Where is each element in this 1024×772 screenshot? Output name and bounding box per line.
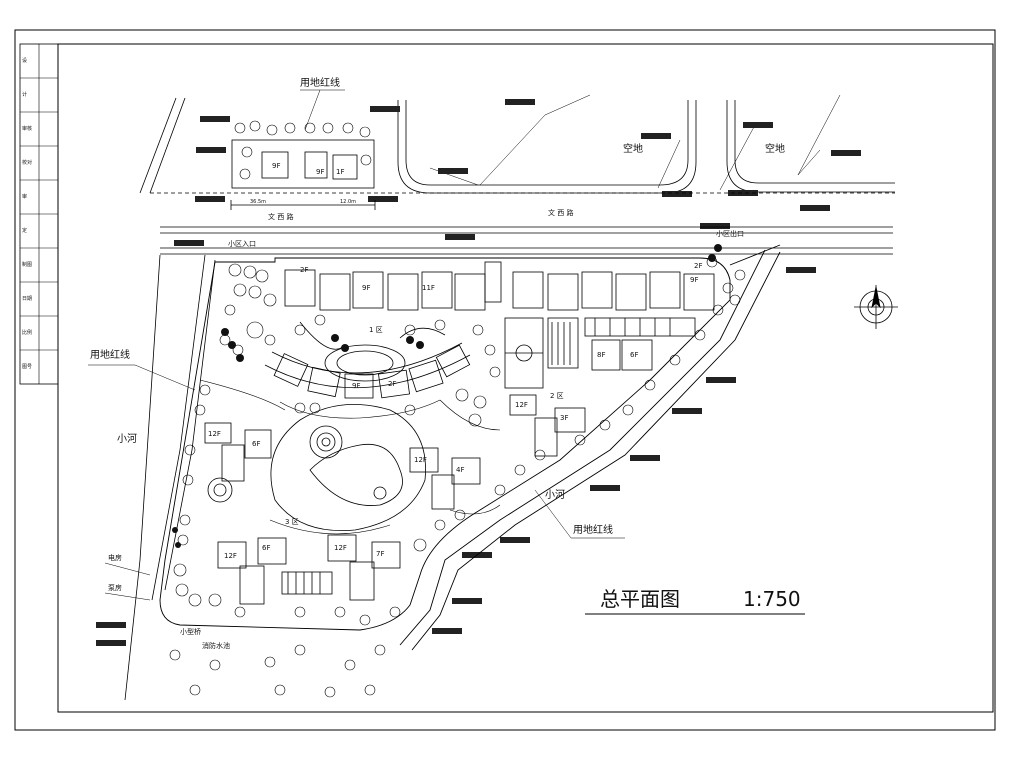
tb-cell-6: 定 [22, 227, 27, 234]
shrub-clusters [172, 244, 722, 548]
dim-1: 36.5m [250, 199, 266, 205]
b-z2-c: 12F [515, 401, 528, 409]
tb-cell-10: 图号 [22, 364, 32, 370]
b-s4: 7F [376, 550, 384, 558]
area-tl-label: 空地 [623, 142, 643, 155]
title-block: 设 计 审核 校对 审 定 制图 日期 比例 图号 [19, 43, 59, 385]
b-top1: 9F [272, 162, 280, 170]
top-plot-trees [234, 120, 372, 180]
drawing-scale: 1:750 [743, 587, 801, 611]
tb-cell-8: 日期 [22, 296, 32, 302]
zone2 [504, 317, 696, 457]
area-tr-label: 空地 [765, 142, 785, 155]
zone2-label: 2 区 [550, 392, 564, 400]
inner-frame [57, 43, 994, 713]
garden-paths [199, 379, 501, 535]
tb-cell-5: 审 [22, 193, 27, 200]
b-z2-d: 3F [560, 414, 568, 422]
dim-2: 12.0m [340, 199, 356, 205]
outer-frame [14, 29, 996, 731]
fire-pool-label: 消防水池 [202, 641, 230, 650]
b-row-5: 2F [694, 262, 702, 270]
zone1-arc [264, 321, 471, 399]
red-line-right-label: 用地红线 [573, 523, 613, 536]
left-river [124, 254, 216, 701]
b-s3: 12F [334, 544, 347, 552]
small-bridge-label: 小型桥 [180, 627, 201, 636]
b-row-4: 9F [690, 276, 698, 284]
drawing-title: 总平面图 1:750 [585, 587, 805, 615]
zone3-buildings [217, 534, 401, 605]
top-plot [230, 139, 376, 210]
tb-cell-3: 审核 [22, 125, 32, 132]
red-line-top-label: 用地红线 [300, 76, 340, 89]
tb-cell-9: 比例 [22, 329, 32, 336]
entrance-label: 小区入口 [228, 239, 256, 248]
leader-lines-top [429, 94, 841, 191]
tb-cell-2: 计 [22, 91, 27, 98]
river-right-label: 小河 [545, 489, 565, 501]
top-building-row [284, 261, 715, 311]
zone3-label: 3 区 [285, 518, 299, 526]
central-garden [207, 404, 426, 531]
power-room-label: 电房 [108, 553, 122, 562]
center-buildings [204, 422, 481, 510]
b-c2: 6F [252, 440, 260, 448]
b-s2: 6F [262, 544, 270, 552]
north-compass [854, 285, 898, 329]
b-row-1: 2F [300, 266, 308, 274]
drawing-title-text: 总平面图 [600, 587, 680, 611]
tb-cell-7: 制图 [22, 261, 32, 268]
b-c3: 12F [414, 456, 427, 464]
tb-cell-1: 设 [22, 57, 27, 64]
b-row-3: 11F [422, 284, 435, 292]
water-room-label: 泵房 [108, 583, 122, 592]
road-top-label: 文 西 路 [268, 212, 293, 221]
b-z2-b: 6F [630, 351, 638, 359]
tb-cell-4: 校对 [22, 159, 32, 166]
trees [169, 256, 746, 698]
b-c4: 4F [456, 466, 464, 474]
red-line-left-label: 用地红线 [90, 348, 130, 361]
exit-label: 小区出口 [716, 229, 744, 238]
b-top2: 9F [316, 168, 324, 176]
b-s1: 12F [224, 552, 237, 560]
b-c1: 12F [208, 430, 221, 438]
road-center-label: 文 西 路 [548, 208, 573, 217]
zone1-label: 1 区 [369, 326, 383, 334]
b-z2-a: 8F [597, 351, 605, 359]
b-top3: 1F [336, 168, 344, 176]
river-left-label: 小河 [117, 433, 137, 445]
site-boundary [159, 244, 781, 651]
b-row-2: 9F [362, 284, 370, 292]
b-arc1: 9F [352, 382, 360, 390]
b-arc2: 2F [388, 380, 396, 388]
main-road [150, 192, 895, 255]
